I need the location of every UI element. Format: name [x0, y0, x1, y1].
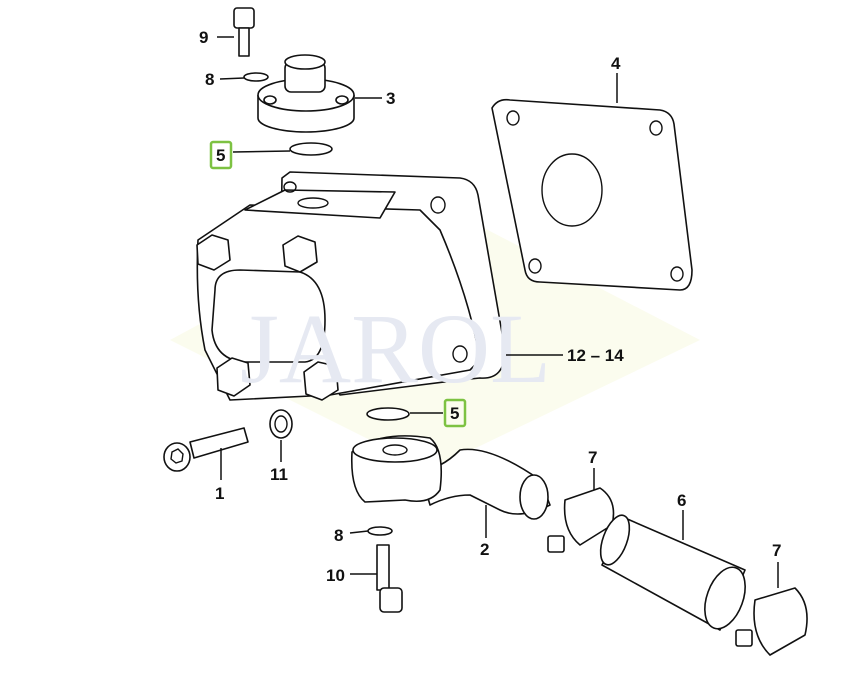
part-11-washer[interactable] — [269, 409, 293, 439]
callout-4[interactable]: 4 — [611, 54, 621, 73]
highlight-box-5-bottom — [443, 398, 467, 428]
part-7-clamp-upper[interactable] — [547, 487, 615, 553]
callout-8[interactable]: 8 — [205, 70, 214, 89]
part-3-flange[interactable] — [257, 54, 355, 133]
watermark: JAROL — [240, 293, 551, 404]
part-12-14-pump[interactable] — [196, 171, 506, 401]
part-8-washer[interactable] — [243, 72, 269, 82]
part-10-bolt[interactable] — [376, 544, 403, 613]
callout-1[interactable]: 1 — [215, 484, 224, 503]
callout-11[interactable]: 11 — [270, 465, 288, 484]
callout-3[interactable]: 3 — [386, 89, 395, 108]
callout-9[interactable]: 9 — [199, 28, 208, 47]
part-8-washer-lower[interactable] — [367, 526, 393, 536]
highlight-box-5-top — [209, 140, 233, 170]
part-1-bolt[interactable] — [163, 427, 249, 472]
part-7-clamp-lower[interactable] — [735, 587, 808, 656]
callout-5-bottom[interactable]: 5 — [450, 404, 459, 423]
part-2-elbow[interactable] — [350, 435, 551, 520]
part-5-oring-top[interactable] — [289, 142, 333, 156]
part-6-hose[interactable] — [595, 511, 753, 634]
part-9-bolt[interactable] — [233, 7, 255, 57]
callout-12-14[interactable]: 12 – 14 — [567, 346, 624, 365]
callout-6[interactable]: 6 — [677, 491, 686, 510]
callout-7-upper[interactable]: 7 — [588, 448, 597, 467]
callout-2[interactable]: 2 — [480, 540, 489, 559]
part-4-gasket[interactable] — [491, 98, 693, 291]
callout-5-top[interactable]: 5 — [216, 146, 225, 165]
part-5-oring-bottom[interactable] — [366, 407, 410, 421]
callout-8-lower[interactable]: 8 — [334, 526, 343, 545]
callout-7-lower[interactable]: 7 — [772, 541, 781, 560]
leader-lines — [217, 36, 779, 588]
callout-10[interactable]: 10 — [326, 566, 345, 585]
